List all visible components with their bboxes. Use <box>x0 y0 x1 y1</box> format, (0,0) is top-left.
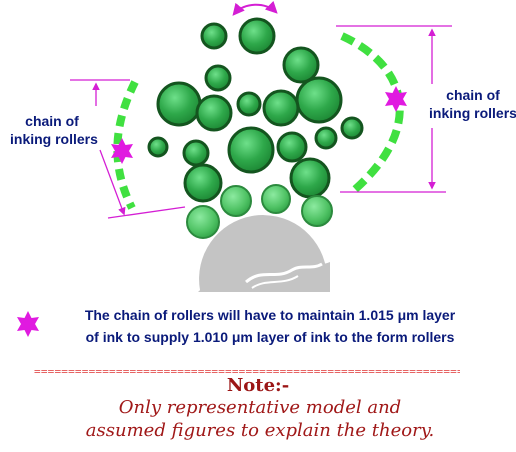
right-chain-label: chain of inking rollers <box>428 86 516 122</box>
left-dimension-line <box>70 79 186 219</box>
inking-rollers <box>147 17 364 203</box>
roller <box>182 139 210 167</box>
roller <box>156 81 202 127</box>
label-line: chain of <box>446 87 500 103</box>
note-body: Only representative model and assumed fi… <box>40 396 480 442</box>
caption-line: of ink to supply 1.010 μm layer of ink t… <box>85 329 455 345</box>
roller <box>204 64 232 92</box>
left-chain-arc <box>113 80 139 210</box>
form-roller <box>186 205 220 239</box>
caption: The chain of rollers will have to mainta… <box>50 304 490 348</box>
roller <box>282 46 320 84</box>
separator-line: ========================================… <box>34 366 460 378</box>
left-chain-label: chain of inking rollers <box>10 112 98 148</box>
form-roller <box>261 184 291 214</box>
right-dimension-line <box>336 25 452 193</box>
note-line: assumed figures to explain the theory. <box>85 420 435 441</box>
label-line: chain of <box>25 113 79 129</box>
roller <box>340 116 364 140</box>
note-line: Only representative model and <box>118 397 402 418</box>
note-title: Note:- <box>226 375 290 396</box>
roller <box>147 136 169 158</box>
roller <box>236 91 262 117</box>
form-roller <box>220 185 252 217</box>
magenta-star-icon <box>111 138 133 164</box>
form-rollers <box>186 184 333 239</box>
right-chain-arc <box>340 32 404 196</box>
label-line: inking rollers <box>10 131 98 147</box>
magenta-star-icon <box>17 311 39 337</box>
label-line: inking rollers <box>429 105 516 121</box>
plate-cylinder <box>198 215 330 292</box>
roller <box>227 126 275 174</box>
magenta-star-icon <box>385 86 407 112</box>
roller <box>295 76 343 124</box>
roller <box>276 131 308 163</box>
roller <box>238 17 276 55</box>
roller <box>289 157 331 199</box>
roller <box>314 126 338 150</box>
caption-line: The chain of rollers will have to mainta… <box>84 307 456 323</box>
roller <box>200 22 228 50</box>
form-roller <box>301 195 333 227</box>
roller <box>195 94 233 132</box>
curved-double-arrow-icon <box>232 0 278 16</box>
roller <box>262 89 300 127</box>
roller <box>183 163 223 203</box>
